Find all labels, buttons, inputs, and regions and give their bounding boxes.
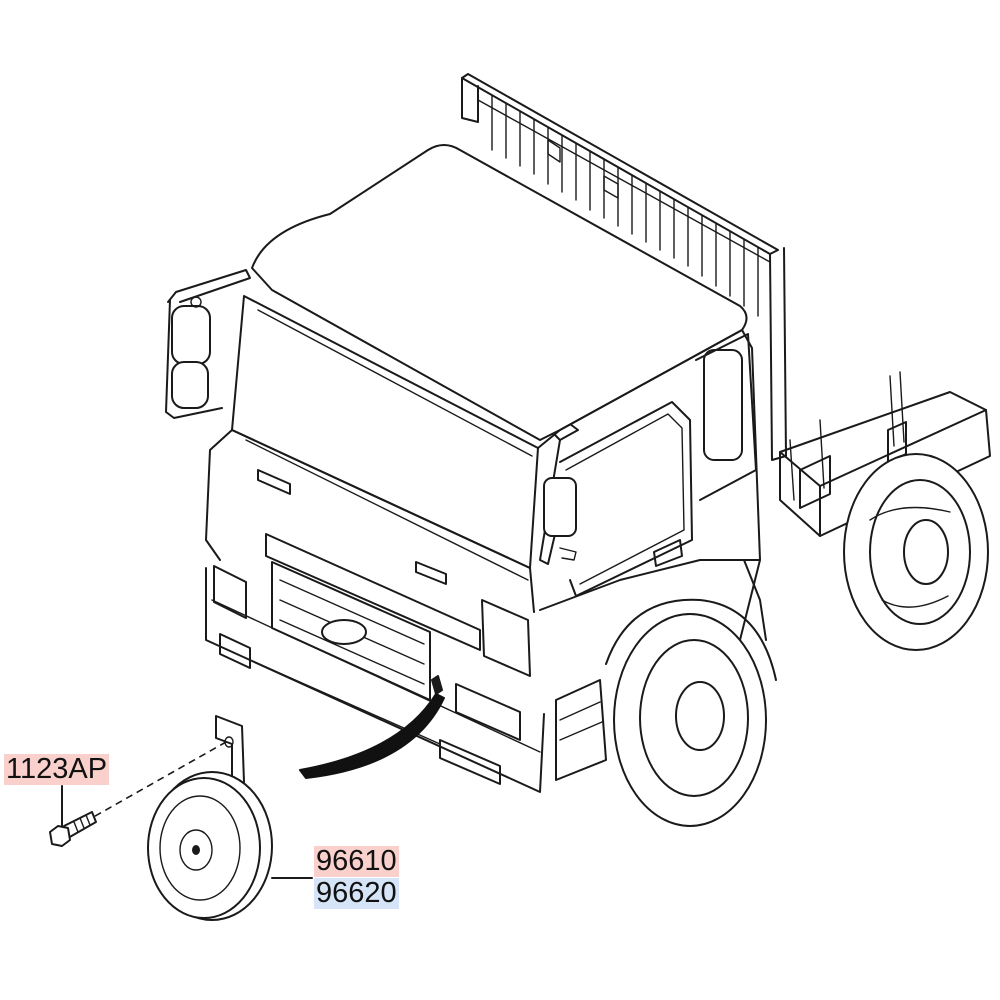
horn-part [147,715,313,921]
horn-high-part-number-label[interactable]: 96620 [314,877,399,909]
rear-wheel [843,453,989,651]
truck-cab [205,144,767,793]
right-mirror [539,423,579,565]
bolt-part [49,741,227,847]
front-wheel [605,598,777,827]
cargo-headboard [461,73,787,461]
bolt-part-number-label[interactable]: 1123AP [4,753,110,785]
horn-low-part-number-label[interactable]: 96610 [314,845,399,877]
location-pointer-arrow [299,693,445,779]
left-mirror [165,269,251,419]
